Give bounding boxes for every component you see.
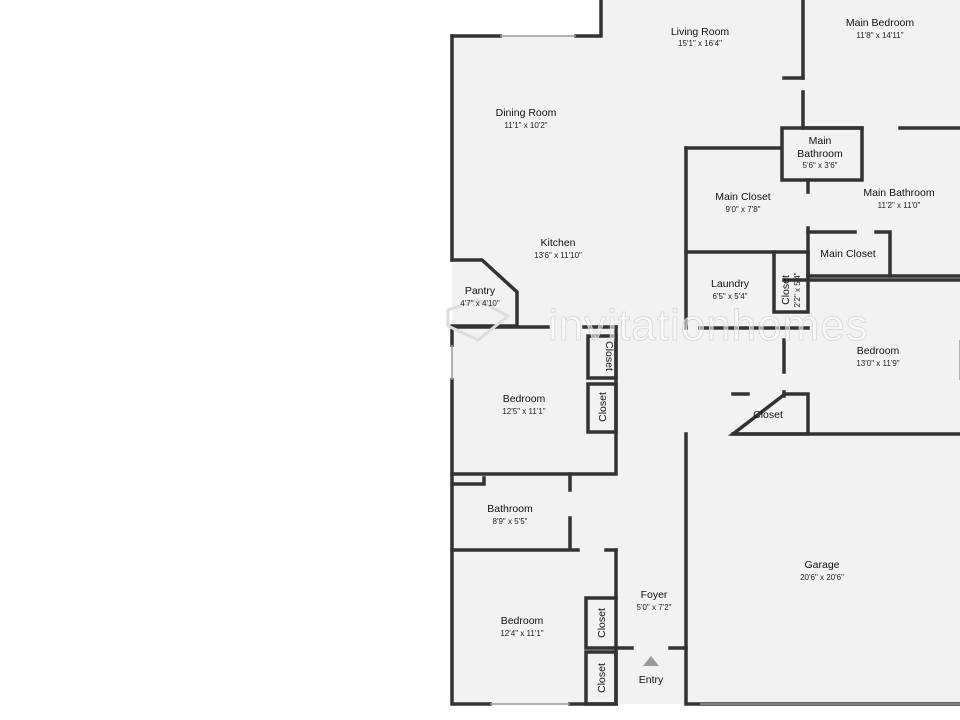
bedroom-south-closet-1-label: Closet — [596, 608, 608, 638]
bedroom-south-closet-2-label: Closet — [596, 663, 608, 693]
kitchen-label: Kitchen — [540, 237, 575, 249]
main-bathroom-small-label-2: Bathroom — [797, 148, 843, 160]
laundry-label: Laundry — [711, 278, 750, 290]
main-bathroom-dims: 11'2" x 11'0" — [878, 201, 921, 210]
laundry-closet-dims: 2'2" x 5'4" — [793, 272, 802, 307]
bedroom-west-closet-2-label: Closet — [597, 392, 609, 422]
floor-area — [452, 0, 960, 704]
main-closet-dims: 9'0" x 7'8" — [726, 205, 761, 214]
bedroom-south-dims: 12'4" x 11'1" — [500, 629, 543, 638]
pantry-dims: 4'7" x 4'10" — [460, 299, 500, 308]
laundry-dims: 6'5" x 5'4" — [713, 292, 748, 301]
garage-dims: 20'6" x 20'6" — [800, 573, 844, 582]
foyer-label: Foyer — [641, 589, 668, 601]
main-closet-label: Main Closet — [715, 191, 771, 203]
main-bedroom-label: Main Bedroom — [846, 17, 915, 29]
main-closet-2-label: Main Closet — [820, 248, 876, 260]
watermark-logo-icon — [446, 298, 511, 342]
living-room-dims: 15'1" x 16'4" — [678, 39, 722, 48]
dining-room-dims: 11'1" x 10'2" — [504, 121, 547, 130]
bedroom-south-label: Bedroom — [501, 615, 544, 627]
pantry-label: Pantry — [465, 285, 496, 297]
entry-arrow-icon — [643, 656, 659, 666]
laundry-closet-label: Closet — [780, 275, 792, 305]
bedroom-west-dims: 12'5" x 11'1" — [502, 407, 545, 416]
main-bathroom-label: Main Bathroom — [863, 187, 934, 199]
windows — [451, 35, 960, 705]
bedroom-east-dims: 13'0" x 11'9" — [856, 359, 899, 368]
main-bathroom-small-label-1: Main — [809, 135, 832, 147]
dining-room-label: Dining Room — [496, 107, 557, 119]
entry-label: Entry — [639, 674, 664, 686]
bathroom-label: Bathroom — [487, 503, 533, 515]
walls — [450, 0, 960, 706]
bedroom-west-closet-1-label: Closet — [603, 341, 615, 371]
foyer-dims: 5'0" x 7'2" — [637, 603, 672, 612]
kitchen-dims: 13'6" x 11'10" — [534, 251, 582, 260]
living-room-label: Living Room — [671, 26, 730, 38]
bedroom-west-label: Bedroom — [503, 393, 546, 405]
main-bathroom-small-dims: 5'6" x 3'6" — [803, 161, 838, 170]
bedroom-east-closet-label: Closet — [753, 409, 783, 421]
garage-label: Garage — [804, 559, 839, 571]
bathroom-dims: 8'9" x 5'5" — [493, 517, 528, 526]
bedroom-east-label: Bedroom — [857, 345, 900, 357]
main-bedroom-dims: 11'8" x 14'11" — [856, 31, 903, 40]
watermark-text: invitationhomes — [548, 301, 869, 350]
